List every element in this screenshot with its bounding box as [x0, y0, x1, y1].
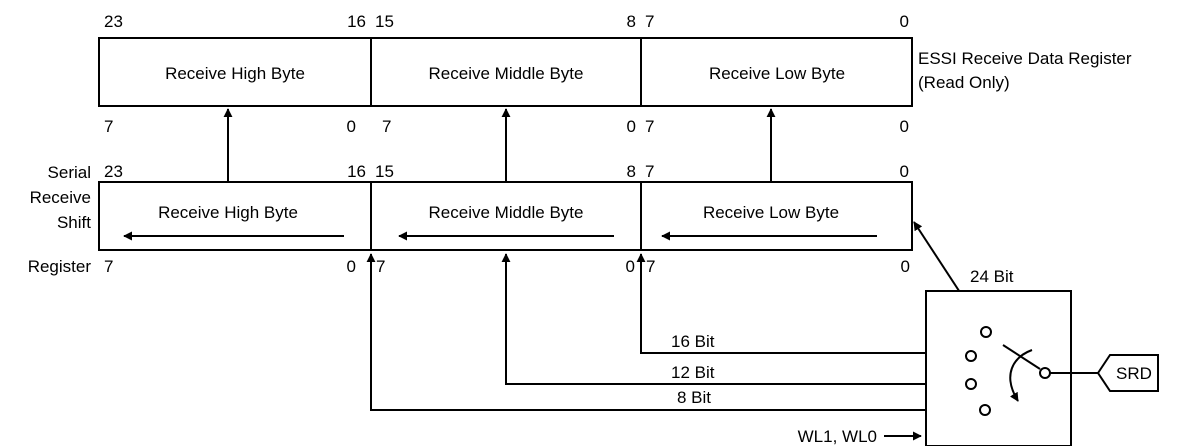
shift-register-frame [98, 181, 913, 251]
bit-number: 0 [901, 257, 910, 276]
bit-number: 7 [645, 12, 654, 31]
bit-number: 7 [104, 117, 113, 136]
label-12-bit: 12 Bit [671, 363, 715, 382]
bit-number: 0 [347, 117, 356, 136]
bit-number: 7 [645, 162, 654, 181]
shift-register-high-byte-label: Receive High Byte [158, 203, 298, 222]
switch-contact-16-bit [965, 350, 977, 362]
feed-line-12-bit [501, 253, 966, 385]
bit-number: 8 [627, 12, 636, 31]
bit-number: 0 [900, 162, 909, 181]
label-16-bit: 16 Bit [671, 332, 715, 351]
bit-number: 15 [375, 162, 394, 181]
bit-number: 16 [347, 162, 366, 181]
switch-contact-12-bit [965, 378, 977, 390]
bit-number: 23 [104, 162, 123, 181]
bit-number: 15 [375, 12, 394, 31]
word-length-switch: 24 Bit SRD WL1, WL0 [798, 267, 1159, 446]
switch-common-contact [1039, 367, 1051, 379]
label-24-bit: 24 Bit [970, 267, 1014, 286]
bit-number: 7 [645, 117, 654, 136]
bit-number: 23 [104, 12, 123, 31]
switch-blade [1002, 344, 1041, 370]
bit-number: 7 [376, 257, 385, 276]
bit-number: 0 [900, 117, 909, 136]
data-register-high-byte-label: Receive High Byte [165, 64, 305, 83]
bit-number: 8 [627, 162, 636, 181]
data-register-title: ESSI Receive Data Register [918, 49, 1132, 68]
switch-box [925, 290, 1072, 446]
switch-contact-8-bit [979, 404, 991, 416]
bit-number: 0 [627, 117, 636, 136]
switch-contact-24-bit [980, 326, 992, 338]
receive-shift-register: Receive High Byte Receive Middle Byte Re… [28, 162, 913, 276]
data-register-middle-byte-label: Receive Middle Byte [429, 64, 584, 83]
shift-register-title-line: Serial [48, 163, 91, 182]
bit-number: 0 [900, 12, 909, 31]
shift-register-title-line: Receive [30, 188, 91, 207]
feed-line-8-bit [366, 253, 980, 411]
data-register-low-byte-label: Receive Low Byte [709, 64, 845, 83]
srd-pin [1096, 354, 1159, 392]
data-register-frame [98, 37, 913, 107]
switch-rotation-arrow [1009, 349, 1033, 402]
label-8-bit: 8 Bit [677, 388, 711, 407]
shift-register-title-line: Register [28, 257, 92, 276]
shift-register-title-line: Shift [57, 213, 91, 232]
control-bits-label: WL1, WL0 [798, 427, 877, 446]
parallel-transfer-arrows [223, 108, 776, 182]
shift-register-low-byte-label: Receive Low Byte [703, 203, 839, 222]
bit-number: 0 [347, 257, 356, 276]
shift-register-middle-byte-label: Receive Middle Byte [429, 203, 584, 222]
bit-number: 0 [626, 257, 635, 276]
srd-pin-label: SRD [1116, 364, 1152, 383]
receive-data-register: Receive High Byte Receive Middle Byte Re… [98, 12, 1132, 136]
bit-number: 7 [646, 257, 655, 276]
bit-number: 7 [104, 257, 113, 276]
feed-line-16-bit [636, 253, 966, 354]
bit-number: 7 [382, 117, 391, 136]
data-register-subtitle: (Read Only) [918, 73, 1010, 92]
bit-number: 16 [347, 12, 366, 31]
